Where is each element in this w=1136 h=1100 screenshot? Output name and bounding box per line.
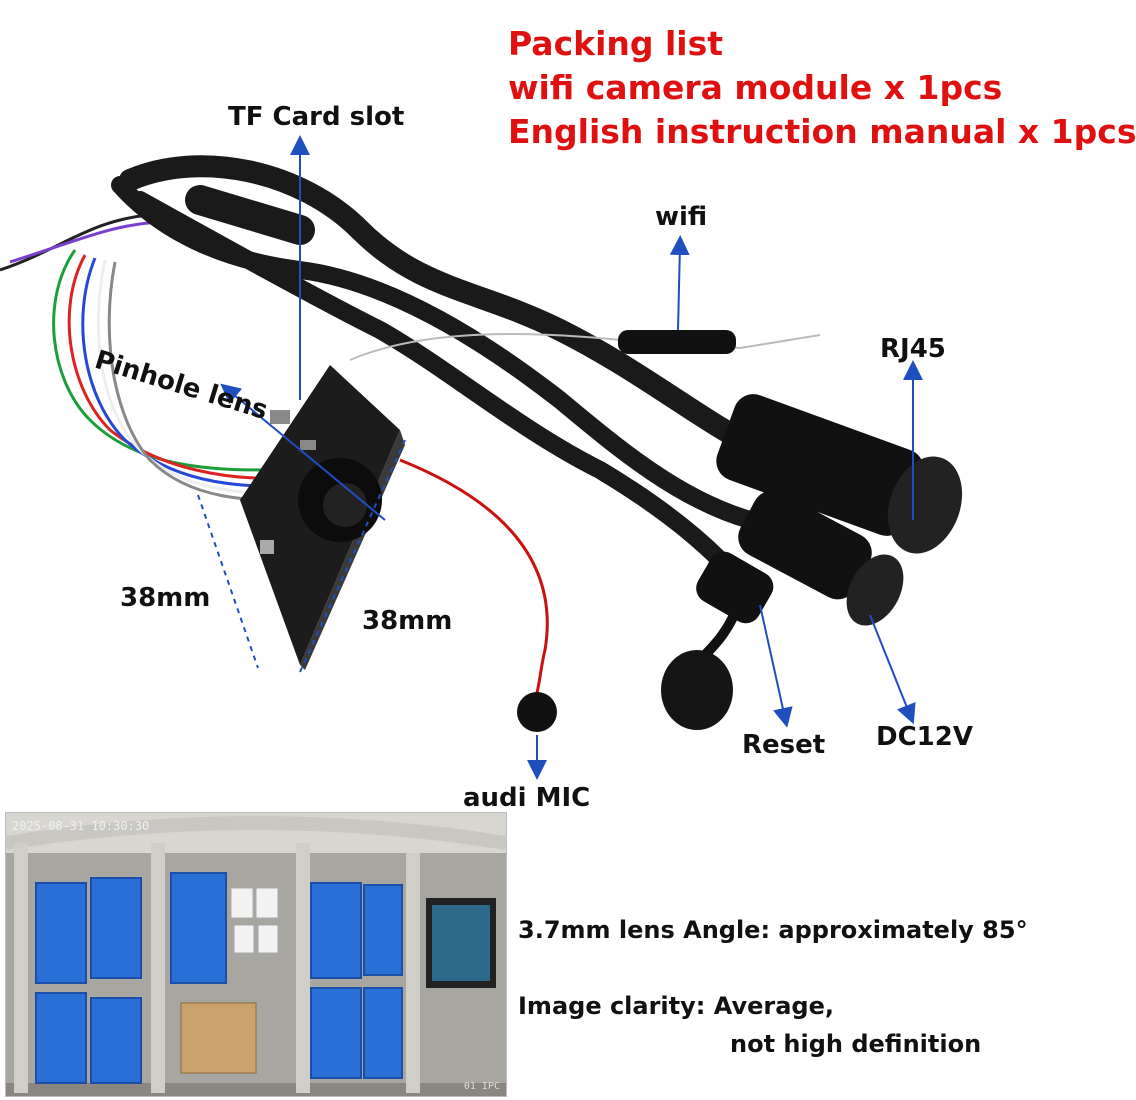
cable-bundle	[111, 155, 771, 569]
tf-card-slot-label: TF Card slot	[228, 102, 405, 132]
image-clarity-note: not high definition	[730, 1030, 982, 1058]
photo-overlay-label: 01 IPC	[463, 1081, 500, 1092]
wifi-label: wifi	[655, 202, 708, 232]
dc12v-label: DC12V	[876, 722, 973, 752]
packing-list: Packing list wifi camera module x 1pcs E…	[508, 22, 1136, 154]
warehouse-shelf-image	[4, 813, 508, 1096]
rj45-label: RJ45	[880, 334, 946, 364]
colored-wires	[0, 213, 311, 503]
audio-mic-label: audi MIC	[463, 783, 591, 813]
reset-label: Reset	[742, 730, 826, 760]
lens-angle-text: 3.7mm lens Angle: approximately 85°	[518, 916, 1028, 944]
width-38mm-label: 38mm	[120, 583, 211, 613]
sample-camera-photo: 2025-08-31 10:30:30 01 IPC	[4, 812, 508, 1097]
wifi-antenna	[349, 333, 821, 361]
photo-timestamp: 2025-08-31 10:30:30	[12, 819, 150, 833]
pcb-module	[240, 365, 405, 670]
height-38mm-label: 38mm	[362, 606, 453, 636]
packing-list-item-manual: English instruction manual x 1pcs	[508, 112, 1136, 151]
rj45-connector	[716, 394, 963, 554]
mic-body	[517, 692, 557, 732]
callout-arrows	[220, 135, 923, 780]
wifi-antenna-body	[618, 330, 736, 354]
packing-list-title: Packing list	[508, 24, 724, 63]
packing-list-item-module: wifi camera module x 1pcs	[508, 68, 1003, 107]
width-dimension-line	[299, 439, 406, 673]
height-dimension-line	[197, 494, 259, 669]
mic-wire	[399, 458, 549, 701]
dc-connector	[738, 490, 904, 626]
reset-button-cable	[661, 551, 774, 730]
image-clarity-text: Image clarity: Average,	[518, 992, 834, 1020]
camera-module-illustration	[0, 135, 963, 780]
